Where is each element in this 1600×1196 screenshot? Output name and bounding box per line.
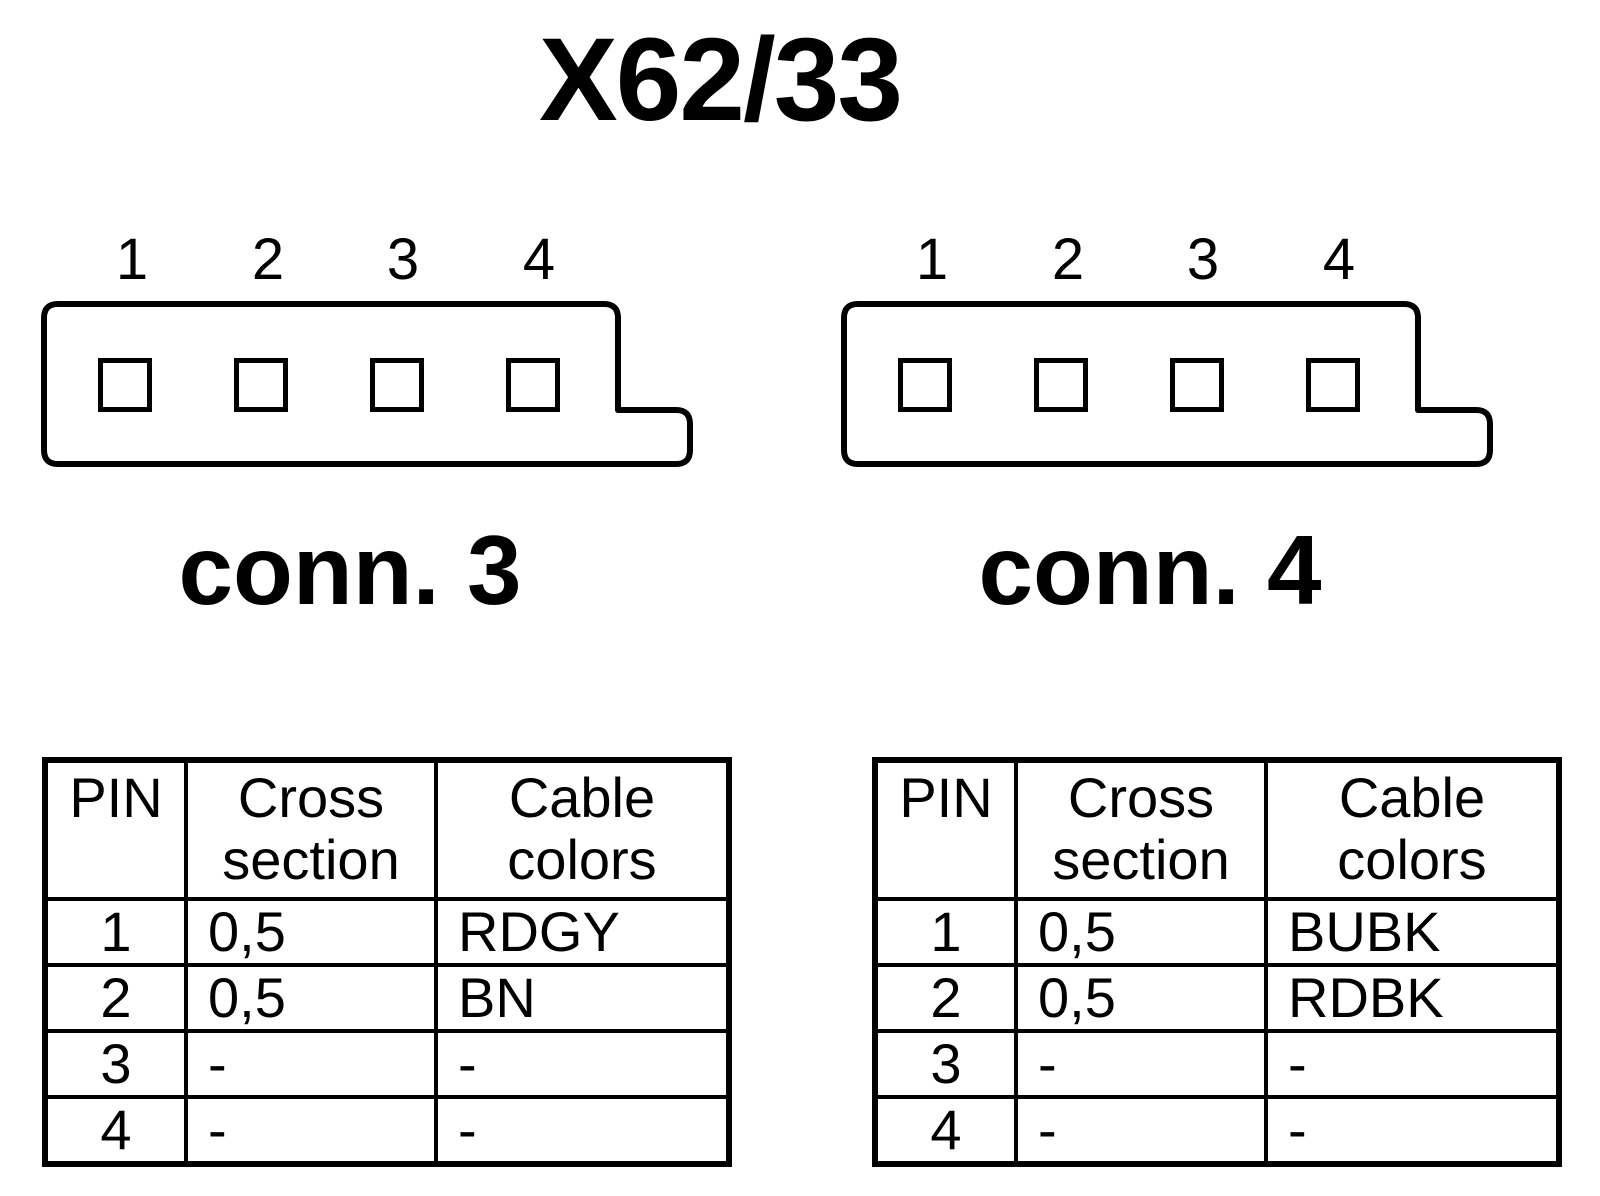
pin-number-label: 3 xyxy=(1186,227,1220,292)
cell-pin: 2 xyxy=(873,963,1018,1033)
cell-cable-color: - xyxy=(434,1029,731,1099)
pin-slot xyxy=(1306,358,1360,412)
pin-slot xyxy=(1170,358,1224,412)
cell-pin: 3 xyxy=(873,1029,1018,1099)
cell-cross-section: 0,5 xyxy=(1014,963,1268,1033)
cell-cable-color: BN xyxy=(434,963,731,1033)
pin-number-label: 4 xyxy=(522,227,556,292)
header-pin: PIN xyxy=(43,758,188,901)
table-row: 3 - - xyxy=(43,1029,731,1099)
cell-pin: 1 xyxy=(43,897,188,967)
cell-cable-color: - xyxy=(1264,1095,1561,1166)
cell-cross-section: - xyxy=(1014,1029,1268,1099)
cell-cross-section: - xyxy=(184,1095,438,1166)
table-row: 4 - - xyxy=(873,1095,1561,1166)
cell-pin: 1 xyxy=(873,897,1018,967)
cell-cable-color: BUBK xyxy=(1264,897,1561,967)
cell-cable-color: RDBK xyxy=(1264,963,1561,1033)
cell-cross-section: 0,5 xyxy=(184,963,438,1033)
connector-label: conn. 4 xyxy=(978,515,1322,625)
cell-pin: 4 xyxy=(873,1095,1018,1166)
connector-4: 1 2 3 4 conn. 4 xyxy=(830,220,1550,640)
pin-number-label: 1 xyxy=(915,227,949,292)
cell-cross-section: - xyxy=(1014,1095,1268,1166)
pin-number-label: 4 xyxy=(1322,227,1356,292)
pin-slot xyxy=(98,358,152,412)
cell-pin: 3 xyxy=(43,1029,188,1099)
table-row: 1 0,5 RDGY xyxy=(43,897,731,967)
table-row: 2 0,5 RDBK xyxy=(873,963,1561,1033)
connector-housing xyxy=(41,301,693,467)
table-row: 4 - - xyxy=(43,1095,731,1166)
pin-slot xyxy=(234,358,288,412)
connector-label: conn. 3 xyxy=(178,515,522,625)
pin-number-label: 2 xyxy=(1051,227,1085,292)
header-pin: PIN xyxy=(873,758,1018,901)
pin-number-label: 1 xyxy=(115,227,149,292)
table-row: 3 - - xyxy=(873,1029,1561,1099)
diagram-title: X62/33 xyxy=(539,14,903,146)
table-row: 1 0,5 BUBK xyxy=(873,897,1561,967)
table-row: 2 0,5 BN xyxy=(43,963,731,1033)
cell-cable-color: - xyxy=(1264,1029,1561,1099)
connector-housing xyxy=(841,301,1493,467)
cell-cable-color: RDGY xyxy=(434,897,731,967)
cell-cable-color: - xyxy=(434,1095,731,1166)
pin-number-label: 2 xyxy=(251,227,285,292)
cell-pin: 4 xyxy=(43,1095,188,1166)
cell-cross-section: - xyxy=(184,1029,438,1099)
pin-slot xyxy=(898,358,952,412)
cell-cross-section: 0,5 xyxy=(1014,897,1268,967)
cell-pin: 2 xyxy=(43,963,188,1033)
pin-slot xyxy=(506,358,560,412)
pin-slot xyxy=(370,358,424,412)
cell-cross-section: 0,5 xyxy=(184,897,438,967)
pin-slot xyxy=(1034,358,1088,412)
connector-3: 1 2 3 4 conn. 3 xyxy=(30,220,750,640)
pin-number-label: 3 xyxy=(386,227,420,292)
